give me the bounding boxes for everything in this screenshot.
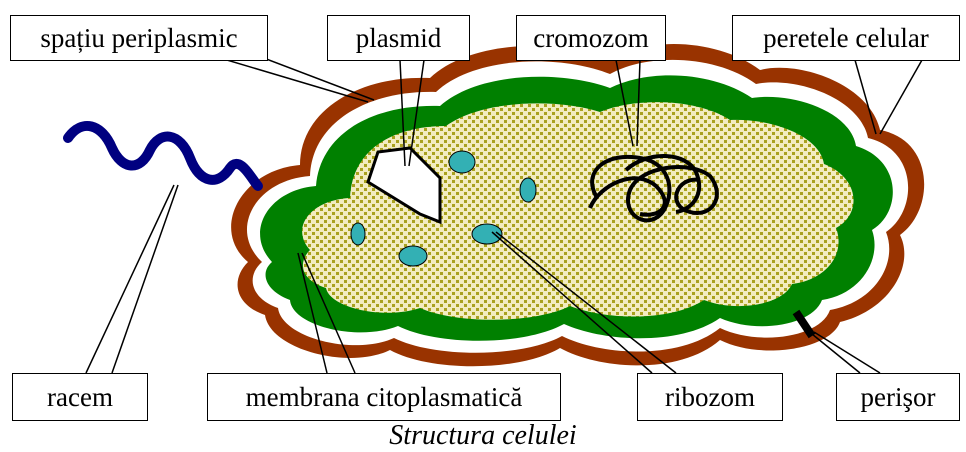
label-periplasmic-space: spațiu periplasmic [10,15,268,61]
diagram-caption: Structura celulei [0,420,966,452]
label-chromosome: cromozom [516,15,666,61]
ribosome [520,178,536,202]
ribosome [399,246,427,266]
label-cell-wall: peretele celular [732,15,960,61]
label-pilus: perişor [836,373,960,421]
label-flagellum: racem [12,373,148,421]
flagellum [68,126,258,186]
ribosome [449,151,475,173]
label-ribosome: ribozom [637,373,783,421]
label-plasmid: plasmid [327,15,470,61]
ribosome [351,223,365,245]
label-cytoplasmic-membrane: membrana citoplasmatică [207,373,561,421]
